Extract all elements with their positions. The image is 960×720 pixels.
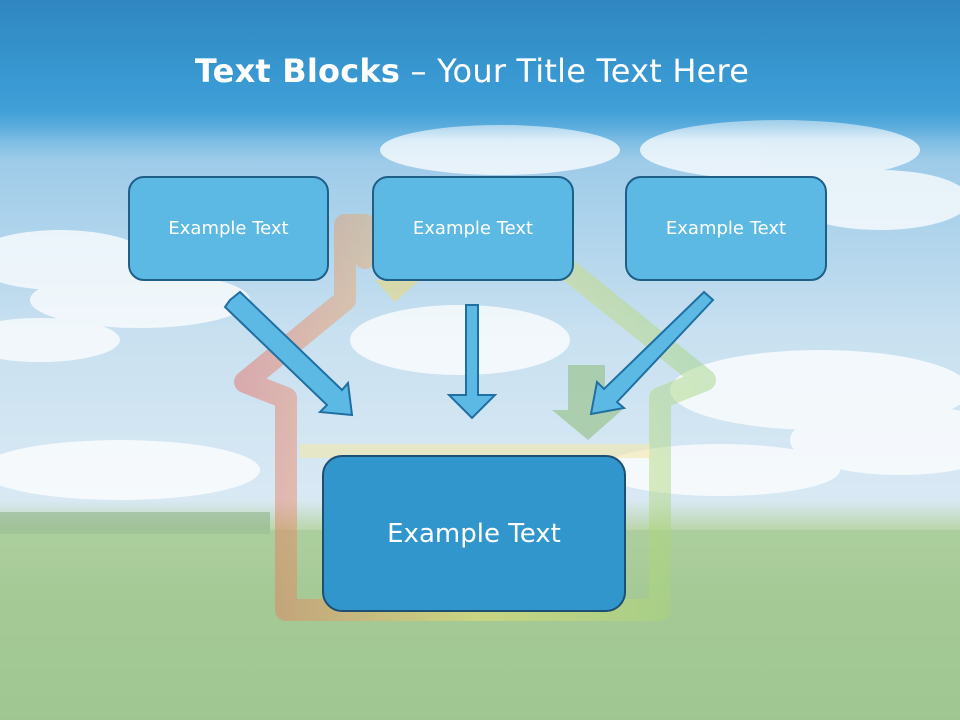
text-block-top-center[interactable]: Example Text [372, 176, 574, 281]
arrow-right [589, 290, 715, 416]
title-rest: Your Title Text Here [437, 52, 750, 90]
title-bold: Text Blocks [194, 52, 401, 90]
title-dash: – [400, 52, 438, 90]
text-block-top-left[interactable]: Example Text [128, 176, 329, 281]
text-block-top-left-label: Example Text [168, 218, 289, 239]
text-block-top-right[interactable]: Example Text [625, 176, 827, 281]
page-title: Text Blocks – Your Title Text Here [0, 52, 944, 90]
text-block-top-center-label: Example Text [412, 218, 534, 239]
arrow-left [223, 290, 354, 417]
arrow-center [446, 304, 498, 420]
text-block-top-right-label: Example Text [665, 218, 787, 239]
text-block-bottom-center[interactable]: Example Text [322, 455, 626, 612]
title-band [0, 0, 960, 140]
text-block-bottom-center-label: Example Text [387, 518, 561, 549]
